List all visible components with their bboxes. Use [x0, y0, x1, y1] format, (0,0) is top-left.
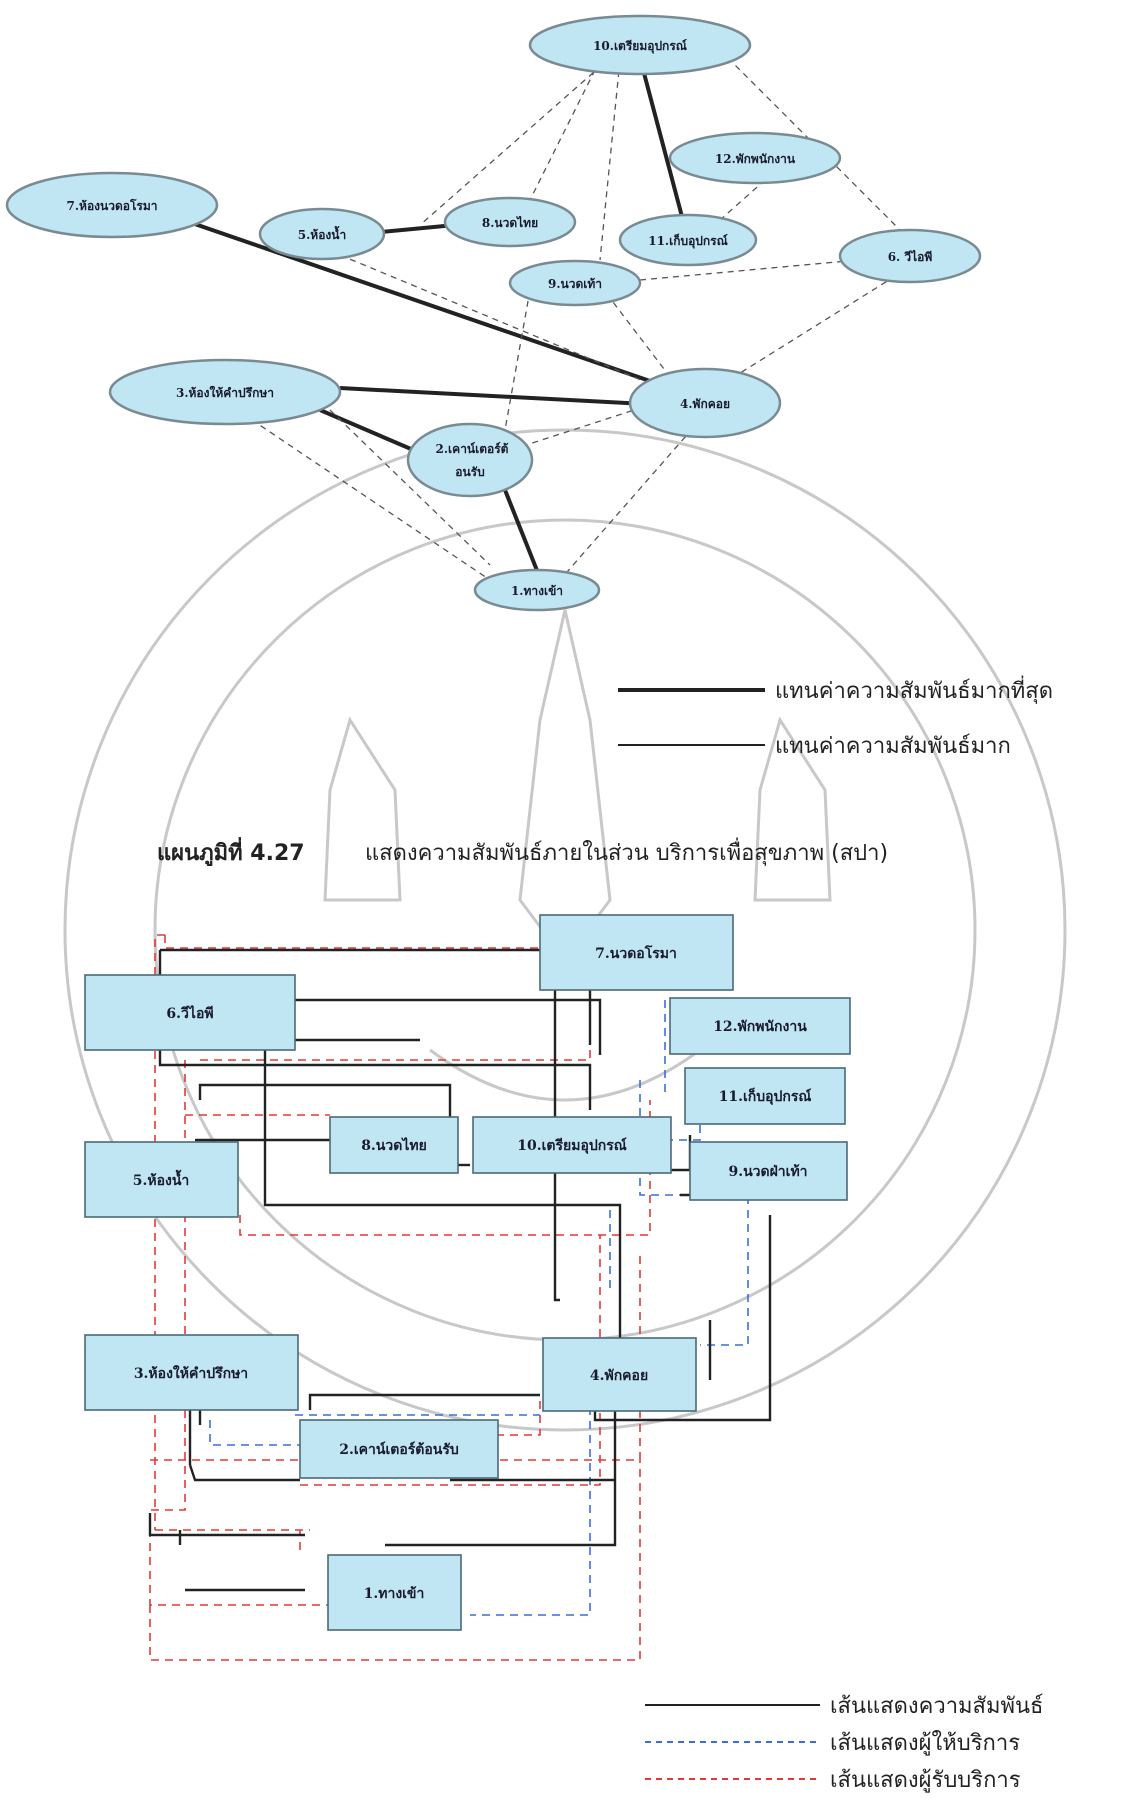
- box-label: 9.นวดฝ่าเท้า: [728, 1164, 807, 1180]
- top-node-12: 12.พักพนักงาน: [668, 131, 842, 185]
- bottom-box-2: 2.เคาน์เตอร์ต้อนรับ: [299, 1419, 499, 1479]
- box-label: 11.เก็บอุปกรณ์: [719, 1087, 812, 1105]
- node-label: อนรับ: [455, 465, 484, 479]
- bottom-box-3: 3.ห้องให้คำปรึกษา: [84, 1334, 299, 1411]
- box-label: 7.นวดอโรมา: [595, 944, 677, 962]
- top-node-9: 9.นวดเท้า: [508, 259, 642, 307]
- node-label: 6. วีไอพี: [888, 249, 933, 264]
- node-label: 2.เคาน์เตอร์ต้: [436, 442, 509, 456]
- legend-strongest-label: แทนค่าความสัมพันธ์มากที่สุด: [775, 675, 1053, 704]
- top-node-11: 11.เก็บอุปกรณ์: [618, 213, 758, 267]
- top-node-7: 7.ห้องนวดอโรมา: [5, 171, 219, 239]
- node-label: 3.ห้องให้คำปรึกษา: [176, 385, 274, 400]
- bottom-legend: เส้นแสดงความสัมพันธ์ เส้นแสดงผู้ให้บริกา…: [645, 1694, 1043, 1793]
- top-legend: แทนค่าความสัมพันธ์มากที่สุด แทนค่าความสั…: [618, 675, 1053, 759]
- box-label: 6.วีไอพี: [166, 1004, 213, 1022]
- bottom-provider-lines: [209, 1000, 749, 1616]
- bottom-box-9: 9.นวดฝ่าเท้า: [689, 1141, 848, 1201]
- caption-text: แสดงความสัมพันธ์ภายในส่วน บริการเพื่อสุข…: [365, 837, 888, 866]
- top-node-6: 6. วีไอพี: [838, 228, 982, 284]
- bottom-box-4: 4.พักคอย: [542, 1337, 697, 1412]
- box-label: 3.ห้องให้คำปรึกษา: [134, 1364, 248, 1382]
- top-node-3: 3.ห้องให้คำปรึกษา: [108, 358, 342, 426]
- box-label: 1.ทางเข้า: [364, 1586, 425, 1602]
- node-label: 7.ห้องนวดอโรมา: [67, 198, 158, 213]
- node-label: 4.พักคอย: [680, 397, 730, 411]
- top-node-5: 5.ห้องน้ำ: [258, 207, 386, 261]
- box-label: 10.เตรียมอุปกรณ์: [517, 1137, 626, 1154]
- top-node-10: 10.เตรียมอุปกรณ์: [528, 14, 752, 76]
- bottom-box-6: 6.วีไอพี: [84, 974, 296, 1051]
- legend-strong-label: แทนค่าความสัมพันธ์มาก: [775, 734, 1011, 759]
- node-label: 1.ทางเข้า: [511, 584, 563, 598]
- bottom-box-7: 7.นวดอโรมา: [539, 914, 734, 991]
- node-label: 5.ห้องน้ำ: [298, 225, 346, 242]
- figure-caption: แผนภูมิที่ 4.27 แสดงความสัมพันธ์ภายในส่ว…: [157, 836, 888, 867]
- node-label: 12.พักพนักงาน: [715, 152, 796, 166]
- bottom-box-11: 11.เก็บอุปกรณ์: [684, 1067, 846, 1125]
- bottom-box-1: 1.ทางเข้า: [327, 1554, 462, 1631]
- box-label: 2.เคาน์เตอร์ต้อนรับ: [339, 1441, 459, 1458]
- box-label: 4.พักคอย: [590, 1368, 648, 1384]
- node-label: 9.นวดเท้า: [548, 277, 602, 291]
- top-node-8: 8.นวดไทย: [443, 196, 577, 248]
- node-label: 11.เก็บอุปกรณ์: [648, 233, 728, 249]
- caption-prefix: แผนภูมิที่ 4.27: [157, 836, 305, 867]
- top-relationship-lines: [159, 49, 911, 581]
- legend-relation-label: เส้นแสดงความสัมพันธ์: [830, 1694, 1043, 1719]
- bottom-box-10: 10.เตรียมอุปกรณ์: [472, 1116, 672, 1174]
- legend-provider-label: เส้นแสดงผู้ให้บริการ: [830, 1730, 1020, 1756]
- legend-receiver-label: เส้นแสดงผู้รับบริการ: [830, 1768, 1021, 1793]
- top-node-4: 4.พักคอย: [628, 367, 782, 439]
- box-label: 12.พักพนักงาน: [713, 1019, 807, 1035]
- bottom-box-8: 8.นวดไทย: [329, 1116, 459, 1174]
- top-node-1: 1.ทางเข้า: [473, 568, 601, 612]
- bottom-relation-lines: [148, 948, 772, 1592]
- node-label: 10.เตรียมอุปกรณ์: [593, 39, 687, 54]
- top-node-2: 2.เคาน์เตอร์ต้ อนรับ: [406, 422, 534, 498]
- bottom-box-5: 5.ห้องน้ำ: [84, 1141, 239, 1218]
- node-label: 8.นวดไทย: [482, 215, 538, 230]
- box-label: 5.ห้องน้ำ: [133, 1169, 190, 1189]
- box-label: 8.นวดไทย: [361, 1136, 427, 1154]
- bottom-box-12: 12.พักพนักงาน: [669, 997, 851, 1055]
